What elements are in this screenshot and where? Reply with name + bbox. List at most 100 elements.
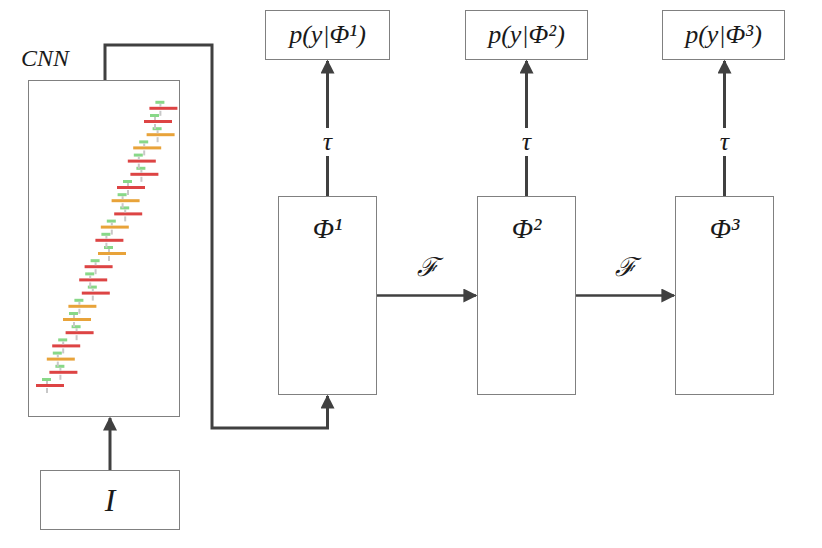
- layer-bar: [134, 154, 143, 157]
- layer-bar: [57, 362, 59, 367]
- layer-bar: [62, 341, 64, 344]
- layer-bar: [104, 246, 113, 249]
- layer-bar: [136, 167, 145, 170]
- layer-bar: [155, 101, 164, 104]
- edge-label: ℱ: [613, 254, 638, 282]
- layer-bar: [118, 193, 127, 196]
- layer-bar: [59, 375, 61, 380]
- edge-label: ℱ: [415, 254, 440, 282]
- layer-bar: [124, 216, 126, 221]
- network-heading: CNN: [21, 45, 69, 72]
- layer-bar: [147, 133, 175, 136]
- layer-bar: [149, 107, 177, 110]
- layer-bar: [124, 209, 126, 212]
- layer-bar: [89, 282, 91, 287]
- layer-bar: [159, 104, 161, 107]
- layer-bar: [91, 259, 100, 262]
- layer-bar: [74, 299, 83, 302]
- layer-bar: [73, 315, 75, 318]
- connector-arrow: [576, 294, 674, 297]
- layer-bar: [139, 140, 148, 143]
- layer-bar: [59, 368, 61, 371]
- layer-bar: [72, 325, 81, 328]
- layer-bar: [138, 157, 140, 160]
- layer-bar: [76, 328, 78, 331]
- layer-bar: [120, 206, 129, 209]
- layer-bar: [92, 289, 94, 292]
- layer-bar: [143, 143, 145, 146]
- layer-bar: [79, 278, 107, 281]
- layer-bar: [58, 338, 67, 341]
- layer-bar: [78, 309, 80, 314]
- layer-bar: [154, 124, 156, 129]
- layer-bar: [133, 146, 161, 149]
- layer-bar: [140, 170, 142, 173]
- layer-bar: [114, 212, 142, 215]
- layer-bar: [62, 348, 64, 353]
- layer-bar: [107, 220, 116, 223]
- input-box: I: [40, 470, 180, 530]
- layer-bar: [159, 111, 161, 116]
- layer-bar: [52, 344, 80, 347]
- layer-bar: [153, 127, 162, 130]
- layer-bar: [128, 160, 156, 163]
- layer-bar: [68, 305, 96, 308]
- layer-bar: [49, 371, 77, 374]
- network-box: CNN: [28, 80, 180, 417]
- layer-bar: [55, 365, 64, 368]
- layer-bar: [101, 226, 129, 229]
- layer-bar: [138, 164, 140, 169]
- layer-bar: [53, 352, 62, 355]
- layer-bar: [98, 252, 126, 255]
- layer-bar: [46, 388, 48, 393]
- connector-arrow: [105, 45, 328, 428]
- node-label: p(y|Φ³): [685, 20, 762, 50]
- layer-bar: [111, 223, 113, 226]
- layer-bar: [89, 275, 91, 278]
- edge-label: τ: [520, 128, 533, 156]
- layer-bar: [82, 292, 110, 295]
- layer-bar: [101, 233, 110, 236]
- layer-bar: [108, 249, 110, 252]
- layer-bar: [76, 335, 78, 340]
- feature-box: Φ¹: [278, 196, 377, 395]
- layer-bar: [144, 120, 172, 123]
- connector-arrow: [377, 294, 476, 297]
- layer-bar: [140, 177, 142, 182]
- layer-bar: [88, 286, 97, 289]
- layer-bar: [117, 186, 145, 189]
- feature-box: Φ²: [477, 196, 576, 395]
- layer-bar: [123, 180, 132, 183]
- node-label: p(y|Φ²): [488, 20, 565, 50]
- layer-bar: [105, 236, 107, 239]
- node-label: I: [105, 482, 116, 519]
- feature-box: Φ³: [675, 196, 774, 395]
- layer-bar: [111, 230, 113, 235]
- layer-bar: [85, 272, 94, 275]
- layer-bar: [157, 130, 159, 133]
- output-box: p(y|Φ³): [662, 10, 785, 60]
- node-label: Φ³: [710, 213, 740, 245]
- layer-bar: [42, 378, 51, 381]
- output-box: p(y|Φ²): [465, 10, 588, 60]
- node-label: Φ¹: [313, 213, 343, 245]
- layer-bar: [130, 173, 158, 176]
- edge-label: τ: [718, 128, 731, 156]
- node-label: Φ²: [512, 213, 542, 245]
- layer-bar: [73, 322, 75, 327]
- layer-bar: [105, 243, 107, 248]
- layer-bar: [122, 203, 124, 208]
- layer-bar: [46, 381, 48, 384]
- layer-bar: [36, 384, 64, 387]
- node-label: p(y|Φ¹): [289, 20, 366, 50]
- layer-bar: [57, 355, 59, 358]
- layer-bar: [122, 196, 124, 199]
- connector-arrow: [109, 418, 112, 470]
- layer-bar: [127, 183, 129, 186]
- layer-bar: [108, 256, 110, 261]
- layer-bar: [85, 265, 113, 268]
- edge-label: τ: [321, 128, 334, 156]
- layer-bar: [157, 137, 159, 142]
